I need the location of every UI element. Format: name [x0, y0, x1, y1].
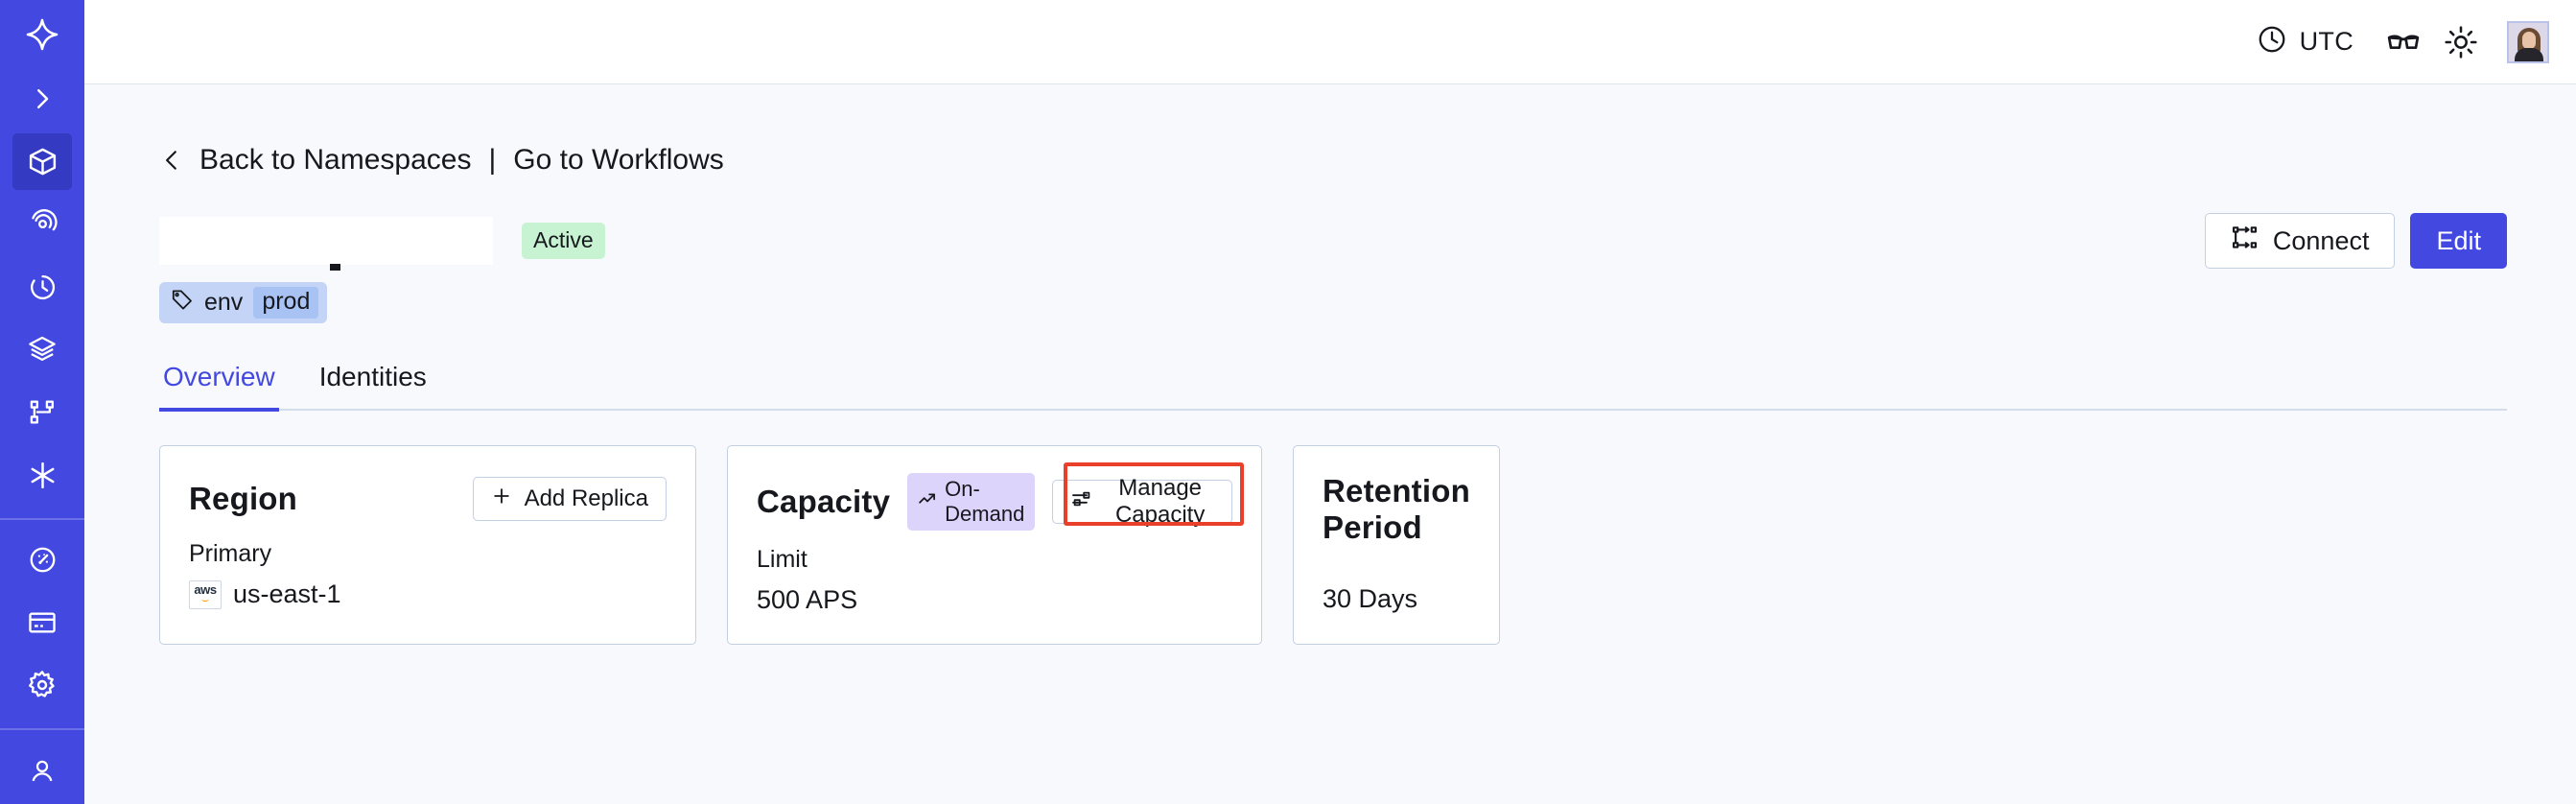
- retention-card-title: Retention Period: [1323, 473, 1470, 545]
- tag-icon: [171, 288, 194, 318]
- avatar-body: [2515, 47, 2543, 61]
- sidebar-item-billing[interactable]: [12, 594, 72, 650]
- breadcrumb-back-link[interactable]: Back to Namespaces: [199, 144, 472, 176]
- connect-button[interactable]: Connect: [2204, 213, 2396, 269]
- tab-identities[interactable]: Identities: [318, 362, 427, 391]
- sidebar-divider-2: [0, 727, 84, 730]
- glasses-icon[interactable]: [2375, 15, 2432, 69]
- page-title: [159, 217, 493, 271]
- user-avatar[interactable]: [2507, 20, 2549, 63]
- timezone-selector[interactable]: UTC: [2236, 15, 2375, 69]
- sidebar-item-settings[interactable]: [12, 656, 72, 713]
- connect-button-label: Connect: [2272, 225, 2370, 255]
- capacity-mode-label: On-Demand: [945, 477, 1025, 526]
- status-badge: Active: [522, 223, 605, 259]
- retention-value: 30 Days: [1323, 584, 1418, 613]
- sidebar-item-batch-operations[interactable]: [12, 321, 72, 378]
- sun-icon[interactable]: [2432, 15, 2490, 69]
- breadcrumb: Back to Namespaces | Go to Workflows: [159, 144, 2507, 177]
- region-primary-label: Primary: [189, 540, 272, 567]
- region-card-header: Region Add Replica: [189, 473, 667, 525]
- page-content: Back to Namespaces | Go to Workflows Act…: [84, 84, 2576, 804]
- sidebar-item-usage[interactable]: [12, 532, 72, 588]
- capacity-limit-value: 500 APS: [757, 585, 858, 614]
- main-region: UTC: [84, 0, 2576, 804]
- sidebar-item-observability[interactable]: [12, 196, 72, 252]
- breadcrumb-workflows-link[interactable]: Go to Workflows: [513, 144, 724, 176]
- retention-card: Retention Period 30 Days: [1293, 445, 1500, 645]
- plus-icon: [491, 485, 512, 513]
- chevron-left-icon[interactable]: [159, 145, 184, 176]
- overview-cards: Region Add Replica: [159, 445, 2507, 645]
- connect-nodes-icon: [2231, 224, 2260, 259]
- sidebar-divider-1: [0, 517, 84, 520]
- capacity-card-header: Capacity On-Demand: [757, 473, 1232, 531]
- manage-capacity-label: Manage Capacity: [1114, 475, 1206, 528]
- namespace-tag[interactable]: env prod: [159, 282, 328, 323]
- temporal-star-logo-icon[interactable]: [12, 6, 72, 62]
- region-value-row: aws⌣ us-east-1: [189, 579, 667, 609]
- region-value: us-east-1: [233, 579, 341, 608]
- sidebar-item-schedules[interactable]: [12, 258, 72, 315]
- avatar-face: [2522, 31, 2536, 49]
- add-replica-label: Add Replica: [524, 485, 648, 511]
- capacity-card: Capacity On-Demand: [727, 445, 1262, 645]
- namespace-header-row: Active: [159, 213, 2507, 271]
- aws-logo-icon: aws⌣: [189, 579, 222, 609]
- trend-up-icon: [918, 489, 937, 514]
- capacity-limit-label: Limit: [757, 546, 808, 573]
- region-card-action: Add Replica: [472, 477, 667, 521]
- tag-key: env: [204, 289, 244, 316]
- sidebar-item-expand-sidebar[interactable]: [12, 70, 72, 127]
- tab-bar: Overview Identities: [159, 362, 2507, 412]
- edit-button-label: Edit: [2436, 225, 2481, 255]
- sidebar-item-account[interactable]: [12, 742, 72, 798]
- top-bar: UTC: [84, 0, 2576, 84]
- tag-value: prod: [253, 287, 319, 319]
- clock-icon: [2257, 24, 2287, 59]
- add-replica-button[interactable]: Add Replica: [472, 477, 667, 521]
- timezone-label: UTC: [2299, 27, 2354, 56]
- left-sidebar: [0, 0, 84, 804]
- capacity-card-action: Manage Capacity: [1052, 475, 1232, 528]
- header-actions: Connect Edit: [2204, 213, 2507, 269]
- retention-card-header: Retention Period: [1323, 473, 1470, 546]
- region-card: Region Add Replica: [159, 445, 696, 645]
- capacity-card-title: Capacity: [757, 484, 891, 519]
- sidebar-item-worker-deployments[interactable]: [12, 446, 72, 503]
- tag-row: env prod: [159, 282, 2507, 323]
- manage-capacity-button[interactable]: Manage Capacity: [1052, 475, 1232, 528]
- sidebar-item-namespaces[interactable]: [12, 132, 72, 191]
- capacity-mode-badge: On-Demand: [907, 473, 1036, 531]
- breadcrumb-separator: |: [488, 144, 497, 176]
- sliders-icon: [1070, 487, 1093, 517]
- tab-overview[interactable]: Overview: [159, 362, 279, 412]
- region-card-title: Region: [189, 481, 298, 516]
- sidebar-item-nexus[interactable]: [12, 384, 72, 440]
- edit-button[interactable]: Edit: [2410, 213, 2507, 269]
